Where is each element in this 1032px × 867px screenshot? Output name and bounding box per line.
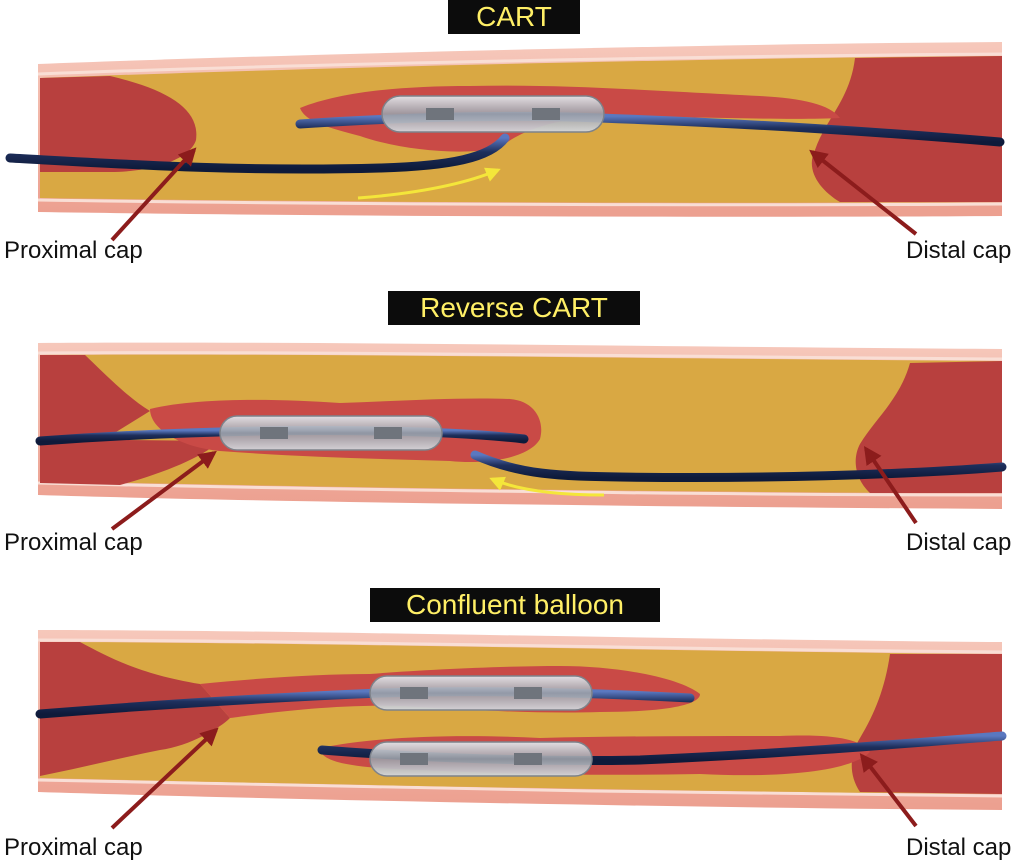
panel-reverse-cart: Reverse CART Proximal cap Distal cap — [0, 289, 1032, 578]
vessel-illustration — [5, 42, 1005, 242]
distal-cap-arrow — [809, 149, 918, 236]
vessel-lumen-top-line — [37, 351, 1003, 361]
vessel-illustration — [35, 630, 1007, 830]
vessel-lumen-top-line — [37, 638, 1003, 654]
direction-arrow — [357, 167, 501, 200]
vessel-lumen-top-line — [37, 52, 1003, 76]
distal-cap — [851, 654, 1002, 794]
distal-cap-label: Distal cap — [906, 834, 1012, 861]
proximal-cap-lower — [40, 439, 220, 485]
vessel-lumen-bottom-line — [37, 198, 1003, 207]
vessel-lumen-bottom-line — [37, 481, 1003, 497]
distal-cap-arrow — [859, 753, 918, 828]
proximal-cap-label: Proximal cap — [4, 237, 143, 264]
proximal-cap-label: Proximal cap — [4, 529, 143, 556]
proximal-cap-arrow — [110, 727, 219, 830]
direction-arrow — [489, 476, 605, 497]
distal-cap-arrow — [863, 446, 918, 525]
balloon — [381, 95, 605, 133]
proximal-cap-label: Proximal cap — [4, 834, 143, 861]
panel-title: CART — [448, 0, 580, 34]
proximal-cap-arrow — [110, 450, 217, 531]
proximal-cap — [40, 76, 197, 172]
balloon — [219, 415, 443, 451]
distal-cap-label: Distal cap — [906, 237, 1012, 264]
panel-title: Reverse CART — [388, 291, 640, 325]
proximal-cap-arrow — [110, 147, 197, 242]
retrograde-wire — [470, 450, 1007, 483]
balloon-lower — [369, 741, 593, 777]
distal-cap-label: Distal cap — [906, 529, 1012, 556]
balloon-upper — [369, 675, 593, 711]
panel-cart: CART Proximal cap Distal cap — [0, 0, 1032, 289]
panel-title: Confluent balloon — [370, 588, 660, 622]
distal-cap — [811, 56, 1002, 202]
panel-confluent-balloon: Confluent balloon Proxima — [0, 578, 1032, 867]
distal-cap — [855, 361, 1002, 493]
antegrade-wire — [5, 133, 510, 174]
vessel-illustration — [35, 342, 1007, 531]
